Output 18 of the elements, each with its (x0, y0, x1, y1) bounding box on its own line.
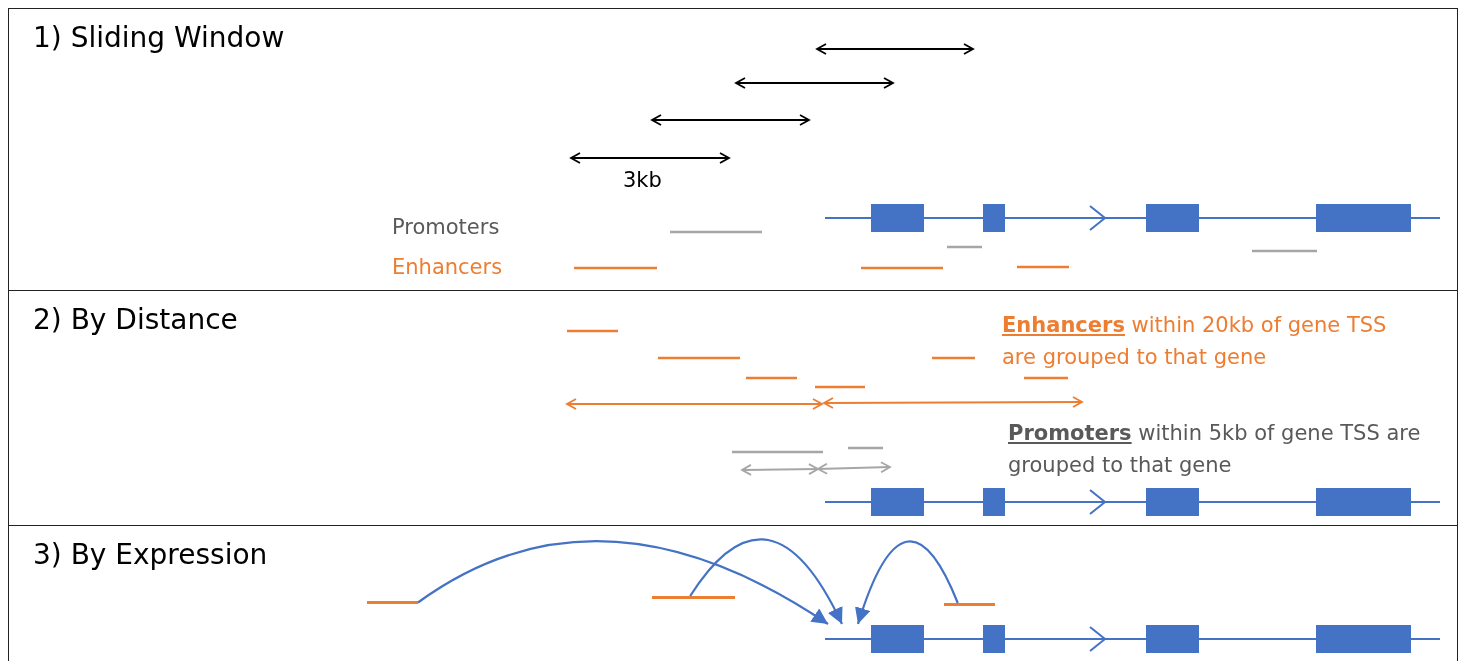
panel-title: 3) By Expression (33, 538, 268, 571)
scale-label: 3kb (623, 168, 662, 192)
legend-text: Enhancers (392, 255, 503, 279)
panel-title: 1) Sliding Window (33, 21, 285, 54)
panel-frame (8, 8, 1458, 291)
enhancer-segment (367, 601, 418, 604)
panel-title: 2) By Distance (33, 303, 238, 336)
gene-drawing (825, 624, 1440, 654)
arrow (689, 538, 843, 625)
rule-note: Promoters within 5kb of gene TSS are grouped to that gene (1008, 420, 1422, 479)
legend-text: Promoters (392, 215, 500, 239)
panel-frame (8, 525, 1458, 661)
arrow (855, 540, 959, 625)
arrow (417, 540, 829, 625)
enhancer-segment (652, 596, 735, 599)
rule-note: Enhancers within 20kb of gene TSS are grouped to that gene (1002, 312, 1388, 371)
panel-frame (8, 290, 1458, 526)
enhancer-segment (944, 603, 995, 606)
